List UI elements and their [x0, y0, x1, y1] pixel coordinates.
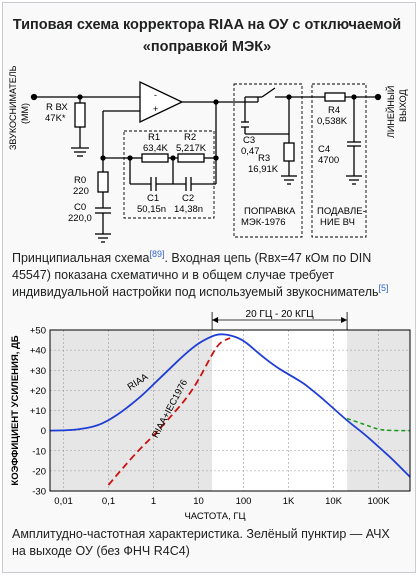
feedback-block-outline [123, 130, 215, 219]
x-tick-label: 1K [283, 496, 295, 507]
iec-block-label-1: ПОПРАВКА [244, 206, 296, 217]
junction-dot [213, 99, 219, 105]
r2-value-label: 5,217K [176, 143, 207, 154]
x-tick-label: 10 [193, 496, 204, 507]
y-tick-label: +50 [30, 326, 46, 337]
x-tick-label: 1 [151, 496, 156, 507]
x-tick-label: 0,1 [102, 496, 115, 507]
x-tick-label: 0,01 [54, 496, 73, 507]
r2-name-label: R2 [184, 132, 196, 143]
y-tick-label: +10 [30, 406, 46, 417]
junction-dot [170, 155, 176, 161]
output-label-line1: ЛИНЕЙНЫЙ [385, 86, 396, 138]
c2-value-label: 14,38n [174, 204, 203, 215]
c3-name-label: C3 [243, 135, 255, 146]
r3-value-label: 16,91K [248, 164, 279, 175]
band-annotation: 20 ГЦ - 20 КГЦ [211, 309, 348, 330]
series-line-riaa [49, 333, 411, 478]
band-label: 20 ГЦ - 20 КГЦ [246, 309, 315, 320]
junction-dot [100, 155, 106, 161]
r4-name-label: R4 [328, 105, 340, 116]
c4-value-label: 4700 [318, 155, 339, 166]
c4-name-label: C4 [318, 144, 330, 155]
series-group [49, 333, 411, 486]
title-line-2: «поправкой МЭК» [142, 39, 272, 55]
x-tick-label: 10K [325, 496, 343, 507]
title-line-1: Типовая схема корректора RIAA на ОУ с от… [12, 17, 402, 33]
hf-block-outline [311, 83, 367, 238]
chart-caption: Амплитудно-частотная характеристика. Зел… [12, 527, 390, 558]
schematic-caption: Принципиальная схема[89]. Входная цепь (… [12, 248, 407, 301]
tick-labels: 0,01 0,1 1 10 100 1K 10K 100K +50 +40 +30 +20 +10 0 -1… [30, 326, 390, 508]
series-line-opamp-output [346, 417, 410, 432]
input-terminal [30, 93, 38, 101]
y-tick-label: +40 [30, 346, 46, 357]
hf-block-label-2: НИЕ ВЧ [320, 217, 355, 228]
input-label-line1: ЗВУКОСНИМАТЕЛЬ [8, 65, 18, 150]
figure-title: Типовая схема корректора RIAA на ОУ с от… [0, 14, 414, 58]
c1-value-label: 50,15n [137, 204, 166, 215]
junction-dot [127, 155, 133, 161]
junction-dot [351, 94, 357, 100]
reference-link[interactable]: [5] [378, 282, 389, 293]
y-tick-label: +20 [30, 386, 46, 397]
opamp-minus-sign: - [154, 90, 157, 100]
y-tick-label: -30 [32, 487, 46, 498]
r1-value-label: 63,4K [143, 143, 168, 154]
r0-value-label: 220 [73, 186, 89, 197]
riaa-schematic: - + R ВХ 47K* R0 220 C0 220,0 R1 63,4K R… [8, 65, 408, 243]
junction-dot [286, 94, 292, 100]
x-axis-label: ЧАСТОТА, ГЦ [184, 511, 245, 522]
opamp-symbol [139, 80, 184, 124]
r4-value-label: 0,538K [317, 116, 348, 127]
reference-link[interactable]: [89] [149, 248, 165, 259]
y-tick-label: 0 [41, 426, 46, 437]
y-axis-label: КОЭФФИЦИЕНТ УСИЛЕНИЯ, ДБ [10, 335, 21, 485]
input-label-line2: (ММ) [20, 103, 30, 124]
r1-name-label: R1 [148, 132, 160, 143]
output-terminal [374, 93, 382, 101]
hf-block-label-1: ПОДАВЛЕ- [317, 206, 366, 217]
y-tick-label: -10 [32, 446, 46, 457]
c2-name-label: C2 [182, 193, 194, 204]
r0-name-label: R0 [74, 175, 86, 186]
r3-name-label: R3 [258, 153, 270, 164]
iec-switch [261, 87, 276, 98]
output-label-line2: ВЫХОД [398, 89, 408, 122]
series-line-iec [107, 337, 231, 486]
c0-value-label: 220,0 [68, 213, 92, 224]
iec-block-label-2: МЭК-1976 [241, 217, 286, 228]
x-tick-label: 100K [367, 496, 390, 507]
rin-name-label: R ВХ [46, 102, 68, 113]
c1-name-label: C1 [147, 193, 159, 204]
iec-block-outline [233, 83, 303, 238]
y-tick-label: +30 [30, 366, 46, 377]
rin-value-label: 47K* [45, 113, 66, 124]
plot-frame [49, 329, 411, 492]
band-arrow-head [212, 317, 219, 323]
caption-text: Принципиальная схема [12, 251, 150, 265]
y-tick-label: -20 [32, 466, 46, 477]
caption-text: . Входная цепь (Rвх=47 кОм по DIN 45547)… [12, 251, 379, 299]
opamp-plus-sign: + [153, 104, 158, 114]
junction-dot [77, 94, 83, 100]
c3-value-label: 0,47 [241, 146, 260, 157]
c0-name-label: C0 [74, 202, 86, 213]
band-arrow-head [341, 317, 348, 323]
x-tick-label: 100 [236, 496, 252, 507]
